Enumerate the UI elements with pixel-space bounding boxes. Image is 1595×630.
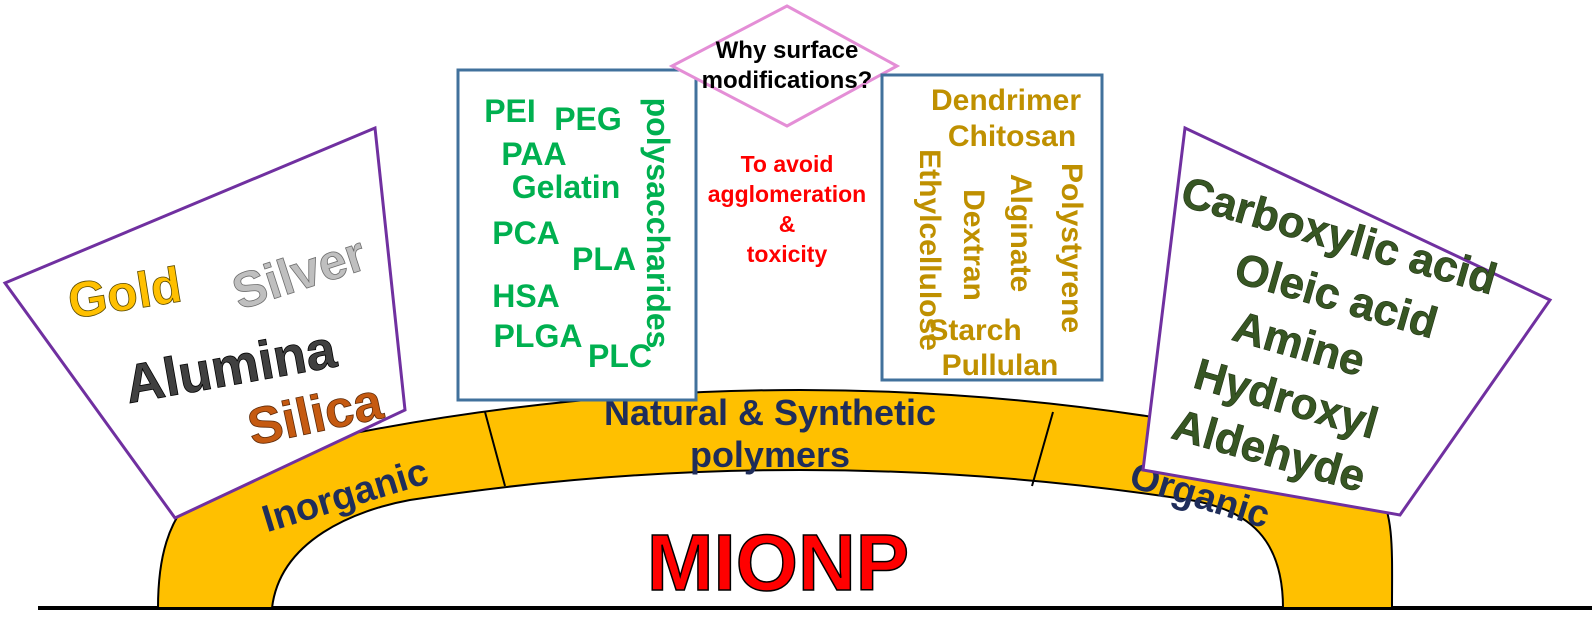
- natural-item: Starch: [928, 314, 1021, 347]
- synthetic-item: PLGA: [494, 318, 583, 354]
- arch-shape: [156, 389, 1394, 609]
- synthetic-item: PEG: [554, 101, 622, 137]
- inorganic-box-border: [2, 125, 407, 520]
- question-diamond: Why surface modifications?: [668, 4, 901, 128]
- natural-item: Ethylcellulose: [913, 149, 946, 351]
- inorganic-box: Gold Silver Alumina Silica: [2, 125, 407, 520]
- answer-line: &: [779, 211, 796, 237]
- arch-divider-right: [1031, 411, 1054, 487]
- natural-item: Pullulan: [942, 349, 1059, 382]
- arch-divider-left: [484, 411, 506, 487]
- answer-text: To avoid agglomeration & toxicity: [708, 151, 866, 267]
- synthetic-item: PLA: [572, 241, 636, 277]
- question-diamond-border: [668, 4, 901, 128]
- synthetic-item: PEI: [484, 93, 536, 129]
- natural-item: Dendrimer: [931, 84, 1081, 117]
- natural-item: Chitosan: [948, 120, 1076, 153]
- synthetic-item: HSA: [492, 278, 560, 314]
- synthetic-item: Gelatin: [512, 169, 620, 205]
- answer-line: To avoid: [741, 151, 834, 177]
- question-line: modifications?: [702, 67, 873, 94]
- question-line: Why surface: [716, 37, 859, 64]
- synthetic-item: PCA: [492, 215, 560, 251]
- answer-line: agglomeration: [708, 181, 866, 207]
- synthetic-item: PLC: [588, 338, 652, 374]
- natural-item: Alginate: [1004, 174, 1037, 292]
- synthetic-item: PAA: [501, 136, 566, 172]
- natural-box-border: [880, 73, 1104, 382]
- natural-item: Dextran: [957, 189, 990, 301]
- arch-label-polymers-line: polymers: [690, 434, 850, 475]
- mionp-label: MIONP: [647, 518, 909, 607]
- natural-item: Polystyrene: [1055, 163, 1088, 333]
- answer-line: toxicity: [747, 241, 828, 267]
- organic-box-border: [1141, 125, 1553, 517]
- synthetic-box-border: [456, 68, 698, 402]
- synthetic-item-vertical: polysaccharides: [640, 98, 676, 349]
